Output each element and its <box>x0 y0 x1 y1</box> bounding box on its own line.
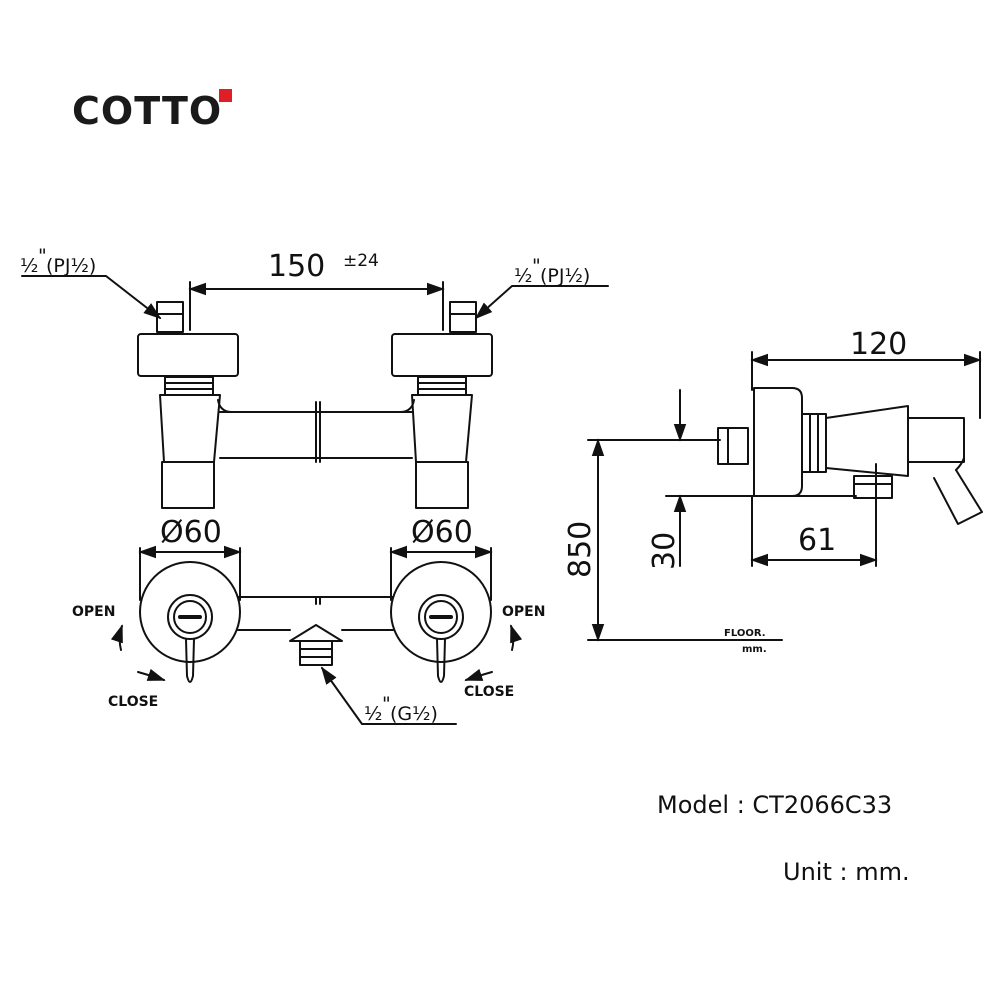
brand-logo: COTTO <box>72 89 223 133</box>
outlet-offset-label: 61 <box>798 523 836 558</box>
diameter-label-right: Ø60 <box>411 515 473 550</box>
inlet-leader-left <box>21 275 162 320</box>
outlet-thread-spec: (G½) <box>390 703 438 725</box>
unit-note: Unit : mm. <box>783 858 910 886</box>
center-distance-label: 150 <box>268 249 325 284</box>
floor-label: FLOOR. <box>724 628 766 639</box>
open-arrow-left <box>110 624 123 651</box>
diameter-dimension-left <box>138 545 242 601</box>
close-arrow-left <box>137 668 166 681</box>
side-flange <box>753 387 803 497</box>
inlet-thread-right-spec: (PJ½) <box>540 265 590 287</box>
body-left <box>159 394 221 463</box>
side-outlet-nut <box>853 475 893 499</box>
escutcheon-left <box>139 561 241 663</box>
diameter-dimension-right <box>389 545 493 601</box>
side-view <box>717 387 983 525</box>
close-label-right: CLOSE <box>464 684 514 700</box>
handle-right <box>436 638 446 683</box>
inlet-thread-right-fraction: ½ <box>514 265 532 287</box>
inlet-thread-left-fraction: ½ <box>20 255 38 277</box>
center-tolerance-label: ±24 <box>343 251 379 271</box>
front-view <box>137 301 493 509</box>
flange-right <box>391 333 493 377</box>
model-number: Model : CT2066C33 <box>657 791 893 819</box>
close-arrow-right <box>464 668 493 681</box>
open-arrow-right <box>510 624 523 651</box>
body-right <box>411 394 473 463</box>
open-label-right: OPEN <box>502 604 545 620</box>
side-handle-lever <box>933 469 983 525</box>
outlet-drop-label: 30 <box>647 532 682 570</box>
floor-height-label: 850 <box>563 521 598 578</box>
brand-logo-accent <box>219 89 232 102</box>
inlet-thread-left-spec: (PJ½) <box>46 255 96 277</box>
inlet-thread-left-quote: " <box>38 245 47 267</box>
flange-left <box>137 333 239 377</box>
outlet-thread-quote: " <box>382 693 391 715</box>
inlet-nipple-left <box>156 301 184 333</box>
depth-label: 120 <box>850 327 907 362</box>
lower-body-right <box>415 461 469 509</box>
nut-left <box>164 376 214 396</box>
outlet-nut <box>299 640 333 666</box>
outlet-leader <box>320 666 457 725</box>
inlet-nipple-right <box>449 301 477 333</box>
side-handle-hub <box>907 417 965 463</box>
center-distance-dimension <box>188 281 445 331</box>
top-view <box>139 561 492 683</box>
floor-height-dimension <box>587 438 783 642</box>
inlet-thread-right-quote: " <box>532 255 541 277</box>
outlet-thread-fraction: ½ <box>364 703 382 725</box>
depth-dimension <box>750 351 982 419</box>
nut-right <box>417 376 467 396</box>
side-nut <box>801 413 827 473</box>
side-inlet-nipple <box>717 427 749 465</box>
handle-left <box>185 638 195 683</box>
diameter-label-left: Ø60 <box>160 515 222 550</box>
inlet-leader-right <box>474 285 609 320</box>
floor-unit-label: mm. <box>742 644 767 655</box>
outlet-offset-dimension <box>750 463 878 567</box>
escutcheon-right <box>390 561 492 663</box>
lower-body-left <box>161 461 215 509</box>
outlet-cone <box>289 624 343 642</box>
side-body <box>825 405 909 477</box>
close-label-left: CLOSE <box>108 694 158 710</box>
open-label-left: OPEN <box>72 604 115 620</box>
